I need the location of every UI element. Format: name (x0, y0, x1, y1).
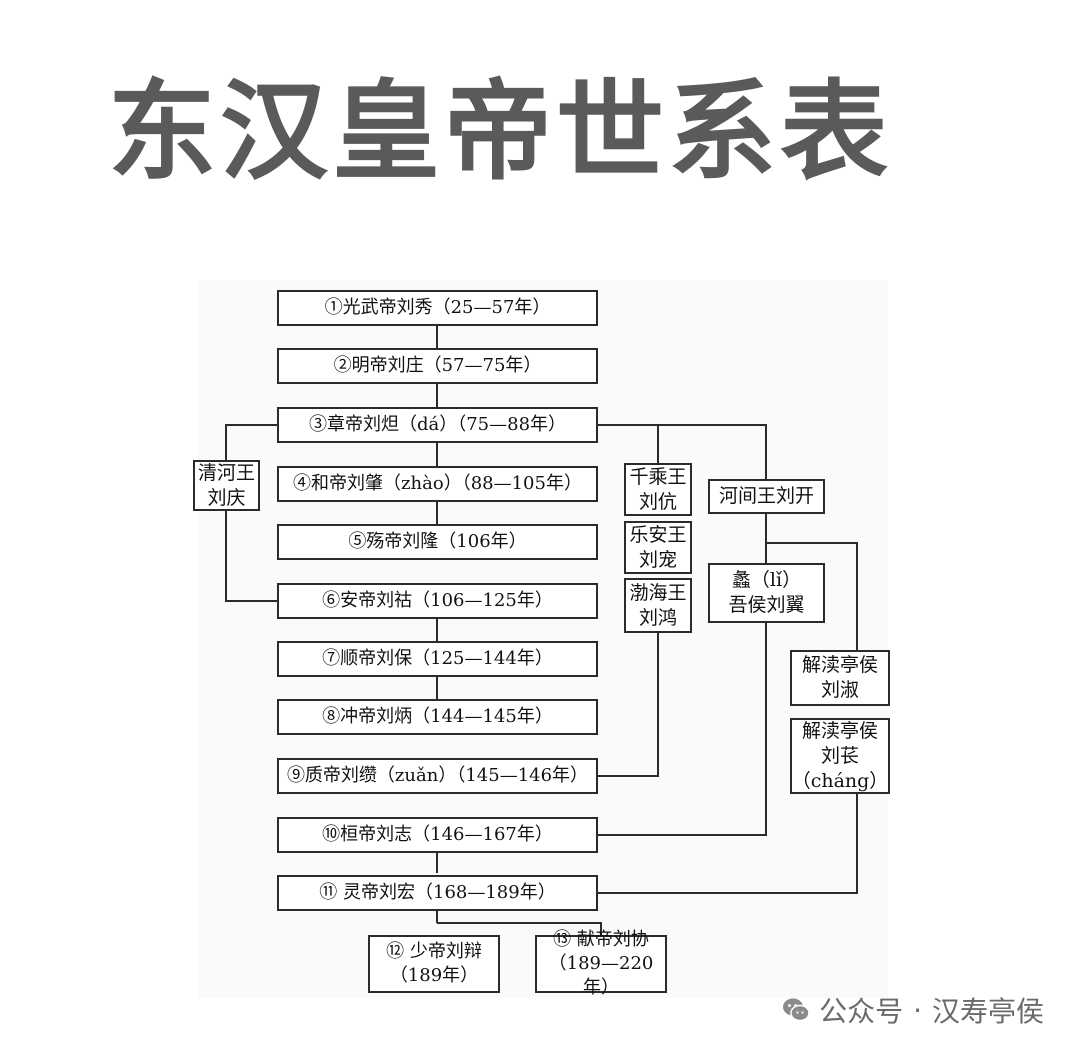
emperor-box-ming: ②明帝刘庄（57—75年） (277, 348, 598, 384)
emperor-box-chong: ⑧冲帝刘炳（144—145年） (277, 699, 598, 735)
emperor-label: ①光武帝刘秀（25—57年） (324, 297, 551, 318)
emperor-label: ⑦顺帝刘保（125—144年） (322, 648, 553, 669)
prince-title: 千乘王 (629, 465, 687, 488)
emperor-box-an: ⑥安帝刘祜（106—125年） (277, 583, 598, 619)
line-e3-qiancheng (598, 424, 659, 463)
emperor-box-shun: ⑦顺帝刘保（125—144年） (277, 641, 598, 677)
prince-title: 清河王 (197, 461, 255, 484)
prince-box-bohai: 渤海王 刘鸿 (624, 578, 692, 633)
wechat-icon (783, 998, 810, 1022)
emperor-box-xian: ⑬ 献帝刘协 （189—220年） (535, 929, 667, 998)
emperor-label: ⑪ 灵帝刘宏（168—189年） (319, 882, 556, 903)
prince-name: 刘淑 (820, 679, 859, 701)
prince-title: 渤海王 (629, 581, 687, 604)
emperor-box-huan: ⑩桓帝刘志（146—167年） (277, 817, 598, 853)
emperor-box-zhang: ③章帝刘炟（dá）（75—88年） (277, 407, 598, 443)
prince-title: 河间王刘开 (718, 485, 814, 507)
watermark: 公众号 · 汉寿亭侯 (781, 990, 1044, 1030)
emperor-label: ⑤殇帝刘隆（106年） (348, 531, 527, 552)
prince-box-lean: 乐安王 刘宠 (624, 521, 692, 574)
emperor-label: ⑩桓帝刘志（146—167年） (322, 824, 553, 845)
emperor-box-he: ④和帝刘肇（zhào）（88—105年） (277, 466, 598, 502)
page-title: 东汉皇帝世系表 (108, 70, 893, 195)
emperor-label: ⑬ 献帝刘协 (553, 929, 649, 950)
emperor-box-zhi: ⑨质帝刘缵（zuǎn）（145—146年） (277, 758, 598, 794)
prince-box-liwu: 蠡（lǐ） 吾侯刘翼 (708, 563, 825, 623)
prince-box-qinghe: 清河王 刘庆 (193, 460, 260, 511)
prince-box-qiancheng: 千乘王 刘伉 (624, 463, 692, 516)
prince-title: 解渎亭侯 (801, 654, 878, 676)
prince-title: 蠡（lǐ） (731, 569, 802, 591)
prince-name: 刘伉 (638, 490, 677, 513)
emperor-box-guangwu: ①光武帝刘秀（25—57年） (277, 290, 598, 326)
prince-name: 刘庆 (207, 486, 246, 509)
line-bohai-e9 (598, 632, 659, 777)
emperor-box-ling: ⑪ 灵帝刘宏（168—189年） (277, 875, 598, 911)
emperor-box-shang: ⑤殇帝刘隆（106年） (277, 524, 598, 560)
prince-name: 刘苌 (820, 744, 859, 767)
prince-name: 刘宠 (638, 548, 677, 571)
watermark-label: 公众号 (819, 995, 904, 1028)
watermark-dot: · (913, 993, 922, 1027)
emperor-label: ⑨质帝刘缵（zuǎn）（145—146年） (286, 765, 589, 786)
prince-box-jiedu-chang: 解渎亭侯 刘苌 （cháng） (790, 718, 890, 794)
emperor-years: （189—220年） (548, 953, 654, 998)
watermark-account: 汉寿亭侯 (931, 995, 1044, 1028)
emperor-box-shao: ⑫ 少帝刘辩 （189年） (368, 935, 500, 993)
prince-box-jiedu-shu: 解渎亭侯 刘淑 (790, 650, 890, 706)
emperor-label: ⑧冲帝刘炳（144—145年） (322, 706, 553, 727)
prince-name: 刘鸿 (638, 606, 677, 629)
line-e3-hejian (658, 424, 767, 479)
line-qinghe-e6 (225, 510, 278, 602)
emperor-label: ④和帝刘肇（zhào）（88—105年） (293, 473, 582, 494)
prince-title: 解渎亭侯 (801, 719, 878, 742)
line-fork (437, 922, 602, 935)
emperor-label: ③章帝刘炟（dá）（75—88年） (308, 414, 567, 435)
line-liwu-e10 (598, 622, 767, 836)
prince-pinyin: （cháng） (791, 769, 889, 792)
emperor-years: （189年） (389, 965, 479, 986)
prince-box-hejian: 河间王刘开 (708, 479, 825, 514)
emperor-label: ⑫ 少帝刘辩 (386, 941, 482, 962)
emperor-label: ⑥安帝刘祜（106—125年） (322, 590, 553, 611)
line-e3-qinghe (225, 424, 278, 460)
prince-name: 吾侯刘翼 (728, 594, 805, 616)
line-jiedu2-e11 (598, 793, 858, 894)
prince-title: 乐安王 (629, 523, 687, 546)
emperor-label: ②明帝刘庄（57—75年） (333, 355, 542, 376)
line-hejian-jiedu (766, 542, 858, 650)
